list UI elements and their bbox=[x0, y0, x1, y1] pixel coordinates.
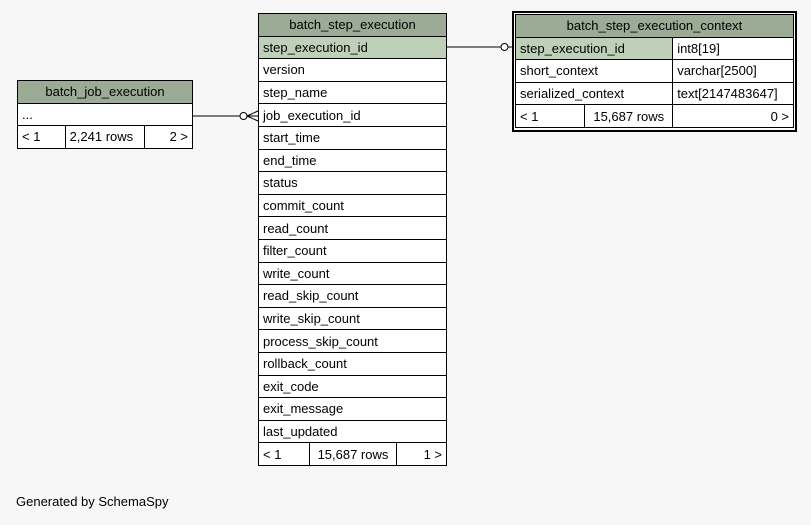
column-row[interactable]: last_updated bbox=[258, 419, 447, 444]
nav-prev[interactable]: < 1 bbox=[17, 125, 66, 149]
table-batch-job-execution[interactable]: batch_job_execution ... < 1 2,241 rows 2… bbox=[17, 80, 193, 149]
nav-next[interactable]: 1 > bbox=[396, 442, 447, 466]
column-row[interactable]: read_count bbox=[258, 216, 447, 240]
table-batch-step-execution-context[interactable]: batch_step_execution_context step_execut… bbox=[514, 14, 794, 128]
table-title[interactable]: batch_job_execution bbox=[17, 80, 193, 104]
column-row[interactable]: write_count bbox=[258, 261, 447, 286]
primary-key-column[interactable]: step_execution_id bbox=[514, 36, 674, 61]
fk-step-to-context bbox=[447, 43, 514, 51]
row-count: 15,687 rows bbox=[308, 442, 398, 466]
column-row[interactable]: version bbox=[258, 58, 447, 82]
nav-prev[interactable]: < 1 bbox=[514, 104, 586, 128]
focused-table-frame: batch_step_execution_context step_execut… bbox=[512, 11, 797, 132]
ellipsis-row: ... bbox=[17, 102, 193, 127]
column-row[interactable]: start_time bbox=[258, 125, 447, 150]
primary-key-column[interactable]: step_execution_id bbox=[258, 35, 447, 60]
column-row[interactable]: commit_count bbox=[258, 193, 447, 218]
column-row[interactable]: process_skip_count bbox=[258, 329, 447, 353]
column-row[interactable]: job_execution_id bbox=[258, 103, 447, 127]
column-row[interactable]: end_time bbox=[258, 148, 447, 173]
column-row[interactable]: step_name bbox=[258, 80, 447, 105]
column-row[interactable]: serialized_context bbox=[514, 81, 674, 106]
column-row[interactable]: rollback_count bbox=[258, 351, 447, 376]
column-row[interactable]: read_skip_count bbox=[258, 284, 447, 308]
table-title[interactable]: batch_step_execution bbox=[258, 13, 447, 37]
table-batch-step-execution[interactable]: batch_step_execution step_execution_id v… bbox=[258, 13, 447, 466]
column-row[interactable]: write_skip_count bbox=[258, 306, 447, 331]
column-row[interactable]: exit_code bbox=[258, 374, 447, 399]
column-row[interactable]: short_context bbox=[514, 59, 674, 83]
column-row[interactable]: exit_message bbox=[258, 397, 447, 421]
fk-job-to-step bbox=[192, 110, 259, 122]
nav-next[interactable]: 0 > bbox=[672, 104, 794, 128]
column-type: int8[19] bbox=[672, 36, 794, 61]
row-count: 15,687 rows bbox=[584, 104, 674, 128]
nav-next[interactable]: 2 > bbox=[144, 125, 193, 149]
column-row[interactable]: filter_count bbox=[258, 238, 447, 263]
row-count: 2,241 rows bbox=[64, 125, 146, 149]
nav-prev[interactable]: < 1 bbox=[258, 442, 310, 466]
column-type: varchar[2500] bbox=[672, 59, 794, 83]
column-type: text[2147483647] bbox=[672, 81, 794, 106]
generator-footer: Generated by SchemaSpy bbox=[16, 494, 169, 509]
column-row[interactable]: status bbox=[258, 171, 447, 195]
table-title[interactable]: batch_step_execution_context bbox=[515, 14, 794, 38]
